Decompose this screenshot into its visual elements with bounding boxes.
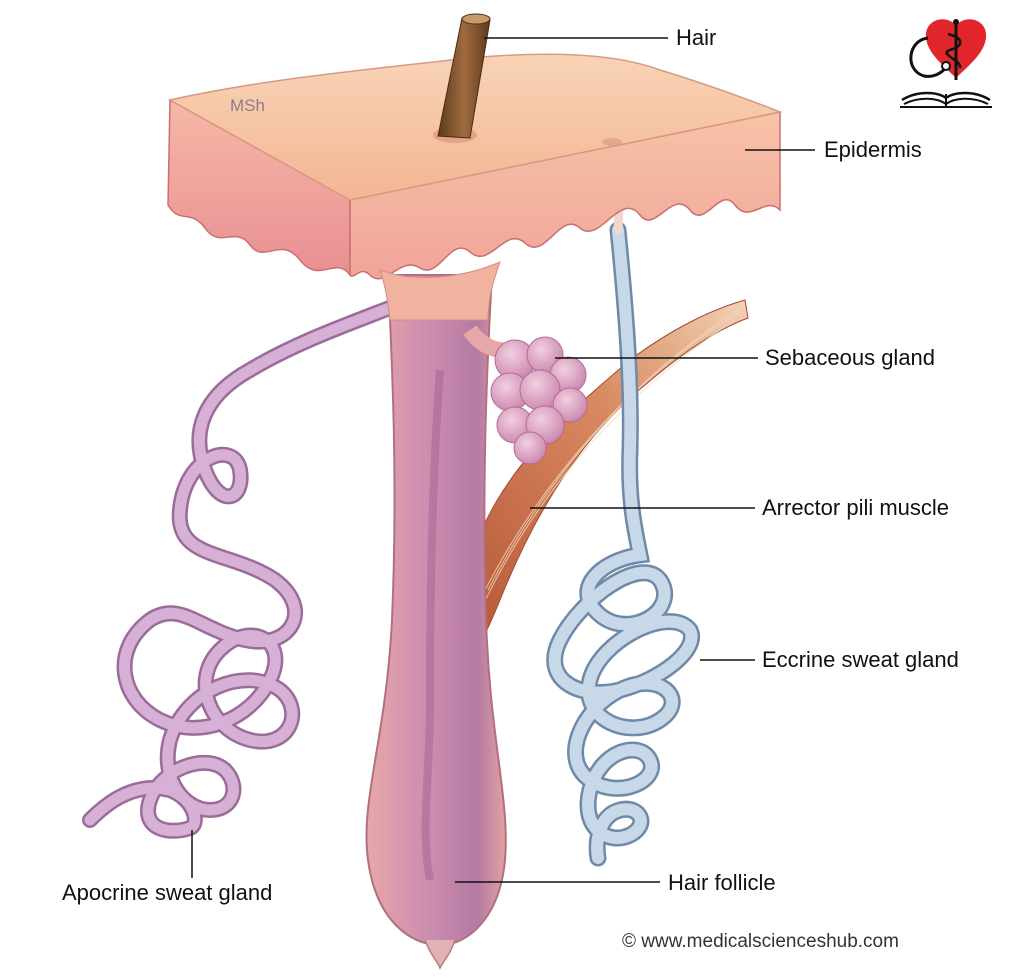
hair-follicle-inner [421,369,444,881]
apocrine-sweat-gland-shape [82,292,418,839]
label-sebaceous-gland: Sebaceous gland [765,345,936,370]
muscle-fibers [475,304,746,621]
label-eccrine-sweat-gland: Eccrine sweat gland [762,647,959,672]
eccrine-sweat-gland-shape [546,145,700,867]
label-arrector-pili-muscle: Arrector pili muscle [762,495,950,520]
epidermis-left-face [167,98,351,278]
heart-caduceus-book-logo [900,19,992,108]
label-hair-follicle: Hair follicle [668,870,776,895]
leader-lines [191,37,815,883]
watermark-msh: MSh [230,96,265,115]
epidermis-front-face [349,111,781,280]
epidermis-top-face [167,53,783,201]
label-hair: Hair [676,25,717,50]
sebaceous-gland-shape [463,325,588,465]
label-apocrine-sweat-gland: Apocrine sweat gland [62,880,273,905]
label-epidermis: Epidermis [824,137,922,162]
copyright-text: © www.medicalscienceshub.com [622,931,899,952]
